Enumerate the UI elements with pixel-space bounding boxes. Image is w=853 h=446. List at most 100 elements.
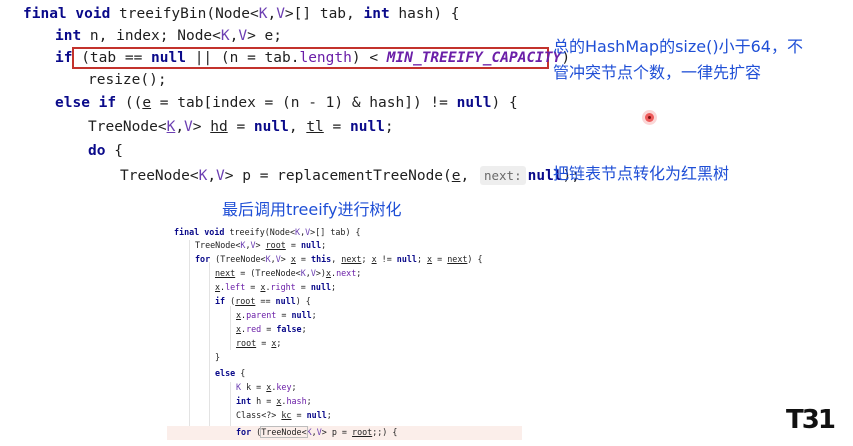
code-text: treeify(Node< <box>224 227 296 237</box>
type-param: K <box>166 119 176 135</box>
code-text: > p = <box>321 427 353 437</box>
type-param: K <box>306 427 312 437</box>
code-text: . <box>241 324 247 334</box>
type-param: K <box>236 382 242 392</box>
field-name: length <box>299 50 352 66</box>
code-text: ; <box>306 396 312 406</box>
keyword: null <box>456 95 492 111</box>
code-text: ; <box>416 254 428 264</box>
constant-name: MIN_TREEIFY_CAPACITY <box>386 50 562 66</box>
code-line-hd-tl: TreeNode<K,V> hd = null, tl = null; <box>88 118 394 137</box>
t31-logo: T31 <box>786 405 836 435</box>
code-line-hash: int h = x.hash; <box>236 396 312 407</box>
keyword: int <box>363 6 390 22</box>
type-param: V <box>216 168 225 184</box>
keyword: null <box>151 50 186 66</box>
code-text: , <box>311 427 317 437</box>
code-text: TreeNode< <box>260 426 308 438</box>
code-text: ) <box>561 50 571 66</box>
code-text: n, index; Node< <box>81 28 221 44</box>
code-text: . <box>271 382 277 392</box>
code-text: h = <box>251 396 277 406</box>
indent-guide <box>189 240 190 440</box>
variable: next <box>447 254 468 264</box>
code-text: > e; <box>247 28 283 44</box>
variable: x <box>276 396 282 406</box>
code-line-red-false: x.red = false; <box>236 324 307 335</box>
code-text: = <box>295 254 312 264</box>
indent-guide <box>209 262 210 440</box>
code-line-treeifybin-signature: final void treeifyBin(Node<K,V>[] tab, i… <box>23 5 460 24</box>
type-param: K <box>240 240 246 250</box>
keyword: else <box>215 368 236 378</box>
code-text: ; <box>384 119 394 135</box>
code-text: > <box>192 119 211 135</box>
variable: root <box>352 427 373 437</box>
code-text: (tab == <box>72 50 152 66</box>
code-text: , <box>300 227 306 237</box>
field-name: next <box>336 268 357 278</box>
code-text: , <box>267 6 277 22</box>
keyword: do <box>88 143 106 159</box>
mouse-pointer-indicator <box>645 113 654 122</box>
code-text: ) { <box>295 296 311 306</box>
code-text: . <box>241 310 247 320</box>
code-text: , <box>175 119 185 135</box>
variable: next <box>215 268 236 278</box>
keyword: null <box>396 254 417 264</box>
keyword: final void <box>174 227 225 237</box>
code-text: ; <box>311 310 317 320</box>
keyword: if <box>215 296 226 306</box>
logo-text: T31 <box>786 405 836 435</box>
code-text: TreeNode< <box>88 119 167 135</box>
code-text: ) < <box>351 50 387 66</box>
code-text: = <box>295 282 311 292</box>
variable: root <box>235 296 256 306</box>
annotation-resize-note: 总的HashMap的size()小于64，不 管冲突节点个数，一律先扩容 <box>553 34 803 86</box>
type-param: K <box>198 168 208 184</box>
code-text: { <box>105 143 123 159</box>
type-param: K <box>295 227 301 237</box>
code-text: , <box>245 240 251 250</box>
keyword: null <box>310 282 332 292</box>
code-text: . <box>220 282 226 292</box>
keyword: null <box>275 296 296 306</box>
parameter-hint: next: <box>479 166 526 185</box>
code-text: resize(); <box>88 72 167 88</box>
type-param: V <box>310 268 316 278</box>
code-text: > p = replacementTreeNode( <box>224 168 452 184</box>
variable: x <box>215 282 221 292</box>
keyword: null <box>349 119 385 135</box>
keyword: if <box>89 95 117 111</box>
code-text: > <box>255 240 266 250</box>
variable: hd <box>210 119 228 135</box>
code-text: >[] tab) { <box>310 227 361 237</box>
type-param: V <box>275 254 281 264</box>
code-text: , <box>207 168 217 184</box>
code-text: = <box>256 338 272 348</box>
code-line-capacity-check: if (tab == null || (n = tab.length) < MI… <box>55 49 570 68</box>
code-text: k = <box>241 382 267 392</box>
annotation-tree-convert-note: 把链表节点转化为红黑树 <box>553 161 729 187</box>
keyword: if <box>55 50 73 66</box>
code-text: hash) { <box>389 6 460 22</box>
code-line-root-assign: root = x; <box>236 338 281 349</box>
code-text: , <box>460 168 478 184</box>
type-param: V <box>276 6 285 22</box>
variable: next <box>341 254 362 264</box>
code-text: = (TreeNode< <box>235 268 301 278</box>
code-text: TreeNode< <box>195 240 241 250</box>
code-text: >[] tab, <box>284 6 364 22</box>
indent-guide <box>230 382 231 440</box>
type-param: K <box>258 6 268 22</box>
type-param: V <box>305 227 311 237</box>
code-line-root-decl: TreeNode<K,V> root = null; <box>195 240 326 251</box>
code-text: != <box>376 254 397 264</box>
code-text: } <box>215 352 221 362</box>
keyword: null <box>253 119 289 135</box>
code-line-inner-for: for (TreeNode<K,V> p = root;;) { <box>236 426 397 438</box>
code-text: , <box>288 119 307 135</box>
code-text: ; <box>321 240 327 250</box>
annotation-text: 管冲突节点个数，一律先扩容 <box>553 63 762 82</box>
code-line-if-root-null: if (root == null) { <box>215 296 311 307</box>
